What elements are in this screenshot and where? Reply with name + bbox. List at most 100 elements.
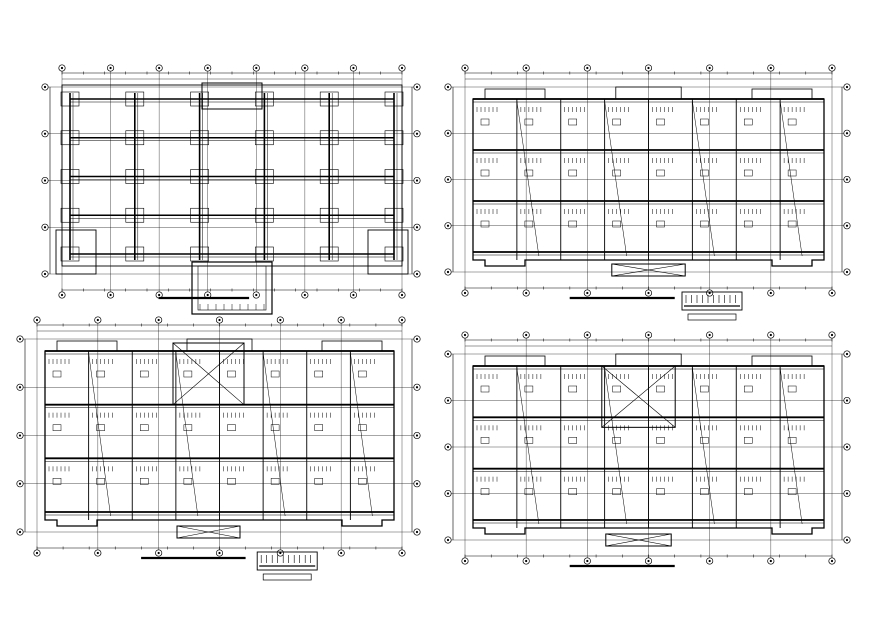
footing-pad [190, 91, 209, 107]
fixture-box [524, 385, 534, 393]
fixture-box [700, 385, 709, 393]
grid-bubble-dot [255, 293, 258, 297]
shaft-outline [172, 342, 245, 406]
fixture-box [314, 370, 323, 378]
fixture-box [52, 424, 62, 431]
fixture-box [480, 118, 490, 126]
grid-bubble-dot [43, 85, 47, 89]
grid-bubble-dot [18, 530, 22, 534]
grid-bubble-dot [157, 318, 160, 322]
fixture-box [568, 488, 577, 495]
detail-key-frame [256, 551, 318, 571]
grid-bubble-dot [352, 293, 355, 297]
footing-pad [319, 91, 339, 107]
grid-bubble-dot [218, 551, 221, 555]
grid-bubble-dot [279, 551, 282, 555]
grid-bubble-dot [463, 66, 467, 70]
fixture-box [656, 220, 665, 228]
fixture-box [787, 220, 797, 228]
fixture-box [227, 478, 236, 485]
footing-pad [319, 130, 339, 146]
fixture-box [314, 478, 323, 485]
fixture-box [480, 437, 490, 444]
footing-pad [60, 169, 80, 184]
diagonal-line [88, 352, 111, 517]
grid-bubble-dot [206, 66, 209, 70]
fixture-box [744, 220, 753, 228]
building-outline [44, 350, 395, 527]
fixture-box [52, 370, 62, 378]
roof-band-center [615, 353, 682, 367]
grid-bubble-dot [446, 399, 450, 402]
fixture-box [358, 424, 367, 431]
footing-pad [384, 207, 404, 223]
detail-key-frame [681, 291, 743, 311]
shaft-cross [601, 365, 676, 428]
grid-bubble-dot [647, 333, 650, 337]
grid-bubble-dot [845, 178, 849, 181]
footing-pad [190, 130, 209, 146]
grid-bubble-dot [352, 66, 355, 70]
lower-void-cross [176, 525, 241, 539]
roof-band-left [484, 88, 546, 100]
grid-bubble-dot [446, 270, 450, 274]
top-projection [201, 82, 263, 110]
fixture-box [656, 169, 665, 177]
building-outline [472, 365, 825, 535]
grid-bubble-dot [769, 559, 772, 563]
fixture-box [270, 370, 280, 378]
grid-bubble-dot [279, 318, 282, 322]
roof-band-left [484, 355, 546, 367]
grid-bubble-dot [525, 291, 528, 295]
grid-bubble-dot [845, 399, 849, 402]
roof-band-center [615, 86, 682, 100]
diagonal-line [692, 367, 715, 525]
grid-bubble-dot [35, 551, 39, 555]
fixture-box [358, 478, 367, 485]
footing-pad [125, 246, 145, 262]
fixture-box [480, 385, 490, 393]
grid-bubble-dot [400, 293, 404, 297]
grid-bubble-dot [18, 434, 22, 437]
fixture-box [140, 370, 149, 378]
grid-bubble-dot [845, 224, 849, 227]
fixture-box [656, 385, 665, 393]
grid-bubble-dot [415, 179, 419, 182]
grid-bubble-dot [96, 551, 99, 555]
grid-bubble-dot [769, 333, 772, 337]
footing-pad [125, 207, 145, 223]
fixture-box [568, 220, 577, 228]
fixture-box [744, 118, 753, 126]
grid-bubble-dot [525, 559, 528, 563]
fixture-box [787, 437, 797, 444]
lower-void-outline [176, 525, 241, 539]
grid-bubble-dot [43, 132, 47, 135]
fixture-box [524, 220, 534, 228]
grid-bubble-dot [647, 559, 650, 563]
fixture-box [568, 118, 577, 126]
fixture-box [744, 169, 753, 177]
grid-bubble-dot [18, 386, 22, 389]
detail-key-label-box [262, 573, 312, 581]
fixture-box [183, 424, 193, 431]
grid-bubble-dot [303, 66, 306, 70]
footing-pad [60, 246, 80, 262]
roof-band-center [186, 338, 253, 352]
fixture-box [787, 169, 797, 177]
grid-bubble-dot [400, 551, 404, 555]
left-wing-footing [55, 229, 97, 275]
footing-pad [125, 169, 145, 184]
footing-pad [60, 130, 80, 146]
footing-pad [384, 130, 404, 146]
grid-bubble-dot [109, 293, 112, 297]
shaft-outline [611, 263, 686, 277]
fixture-box [612, 118, 621, 126]
diagonal-line [692, 100, 715, 257]
fixture-box [314, 424, 323, 431]
footing-pad [384, 169, 404, 184]
fixture-box [524, 488, 534, 495]
grid-bubble-dot [463, 291, 467, 295]
footing-pad [255, 91, 274, 107]
grid-bubble-dot [525, 333, 528, 337]
